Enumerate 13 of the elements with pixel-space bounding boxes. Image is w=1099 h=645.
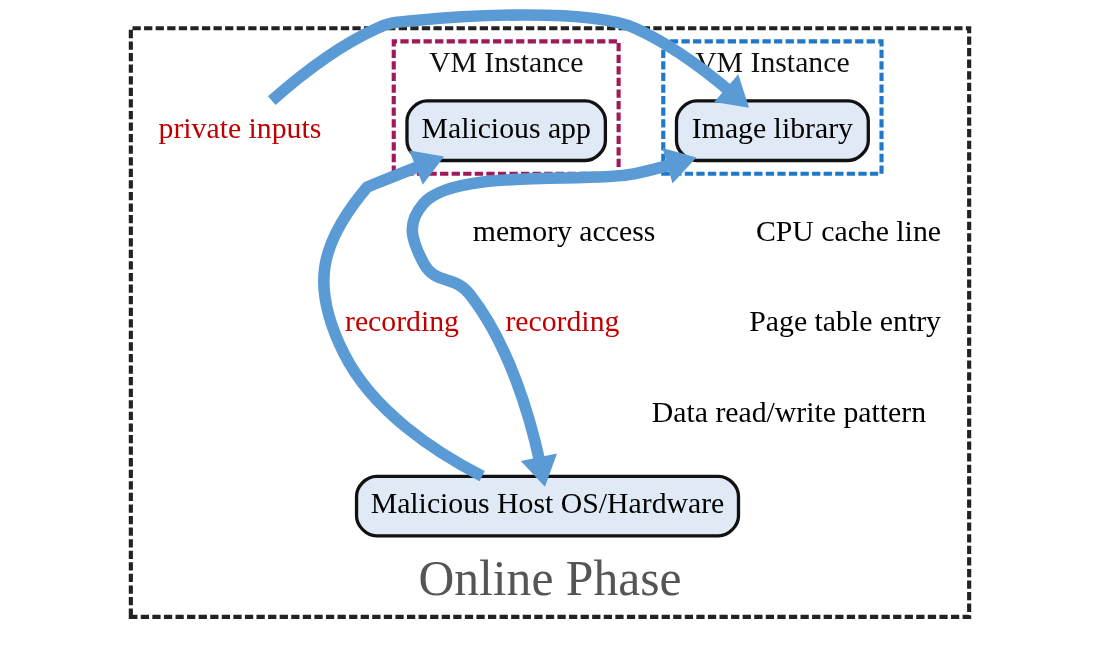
node-box: Image library (674, 99, 870, 163)
node-box: Malicious Host OS/Hardware (354, 474, 740, 538)
node-box: Malicious app (404, 99, 607, 163)
label: Page table entry (748, 304, 941, 338)
node-text: private inputs (158, 111, 321, 144)
arrow (317, 150, 485, 482)
label: memory access (472, 213, 655, 247)
edge-label: recording (344, 304, 459, 338)
arrow (406, 148, 696, 487)
arrow (267, 9, 749, 108)
label: CPU cache line (755, 213, 941, 247)
edge-label: recording (504, 304, 619, 338)
label: Data read/write pattern (651, 395, 926, 429)
